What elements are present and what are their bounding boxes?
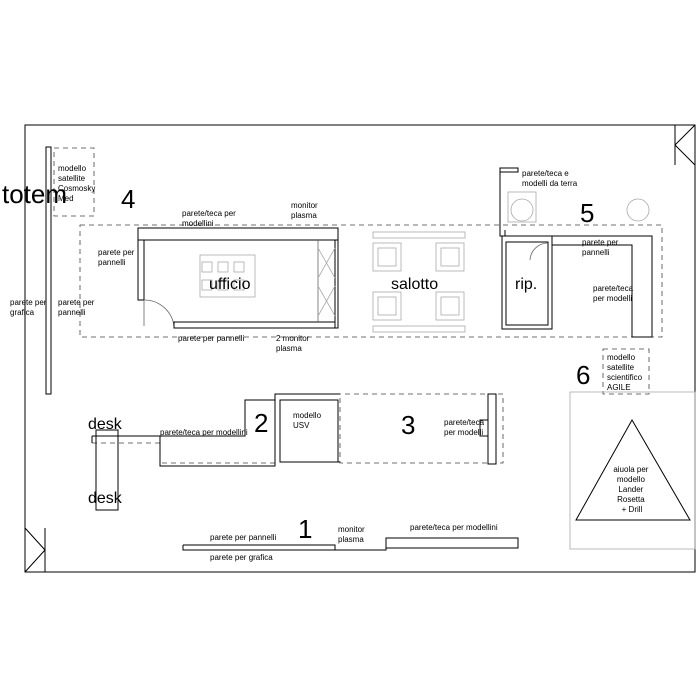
aiuola-label: aiuola per modello Lander Rosetta + Dril… bbox=[613, 465, 650, 514]
area-6-number: 6 bbox=[576, 360, 590, 390]
area-4-boundary bbox=[79, 224, 663, 338]
ufficio-room bbox=[137, 227, 339, 329]
teca-modellini-1-label: parete/teca per modellini bbox=[410, 523, 498, 532]
monitor-plasma-1-label: monitor plasma bbox=[338, 525, 367, 544]
grafica-1-label: parete per grafica bbox=[210, 553, 273, 562]
cosmosky-label: modello satellite Cosmosky Med bbox=[58, 164, 98, 203]
teca-modelli-5-label: parete/teca per modelli bbox=[593, 284, 635, 303]
teca-terra-label: parete/teca e modelli da terra bbox=[522, 169, 578, 188]
area-2-3-walls bbox=[91, 393, 504, 467]
rip-label: rip. bbox=[515, 276, 537, 293]
pannelli-5-label: parete per pannelli bbox=[582, 238, 621, 257]
pannelli-1-label: parete per pannelli bbox=[210, 533, 276, 542]
teca-modellini-4-label: parete/teca per modellini bbox=[182, 209, 238, 228]
teca-modelli-3-label: parete/teca per modelli bbox=[444, 418, 486, 437]
corner-marker-top-right bbox=[674, 124, 696, 166]
salotto-furniture bbox=[372, 231, 466, 333]
area-1-number: 1 bbox=[298, 514, 312, 544]
corner-marker-bottom-left bbox=[24, 527, 46, 573]
desk-top-label: desk bbox=[88, 416, 123, 433]
area-5-number: 5 bbox=[580, 198, 594, 228]
area-1-walls bbox=[182, 537, 519, 551]
area-4-number: 4 bbox=[121, 184, 135, 214]
desk-bottom-label: desk bbox=[88, 490, 123, 507]
totem-wall bbox=[45, 146, 52, 395]
hall-boundary bbox=[24, 124, 696, 573]
agile-label: modello satellite scientifico AGILE bbox=[607, 353, 644, 392]
aiuola-area bbox=[569, 391, 696, 550]
pannelli-bottom-4-label: parete per pannelli bbox=[178, 334, 244, 343]
monitor-plasma-4-label: monitor plasma bbox=[291, 201, 320, 220]
totem-label: totem bbox=[2, 179, 67, 209]
area-3-number: 3 bbox=[401, 410, 415, 440]
teca-modellini-2-label: parete/teca per modellini bbox=[160, 428, 248, 437]
area-2-number: 2 bbox=[254, 408, 268, 438]
monitor-plasma-2-label: 2 monitor plasma bbox=[276, 334, 312, 353]
desk-stand bbox=[95, 429, 119, 511]
usv-label: modello USV bbox=[293, 411, 323, 430]
cosmosky-model-area bbox=[53, 147, 95, 217]
area-5-walls bbox=[499, 167, 653, 338]
pannelli-left2-label: parete per pannelli bbox=[58, 298, 97, 317]
pannelli-left-label: parete per pannelli bbox=[98, 248, 137, 267]
salotto-label: salotto bbox=[391, 276, 438, 293]
ufficio-label: ufficio bbox=[209, 276, 251, 293]
grafica-left-label: parete per grafica bbox=[10, 298, 49, 317]
agile-model-area bbox=[602, 348, 650, 395]
